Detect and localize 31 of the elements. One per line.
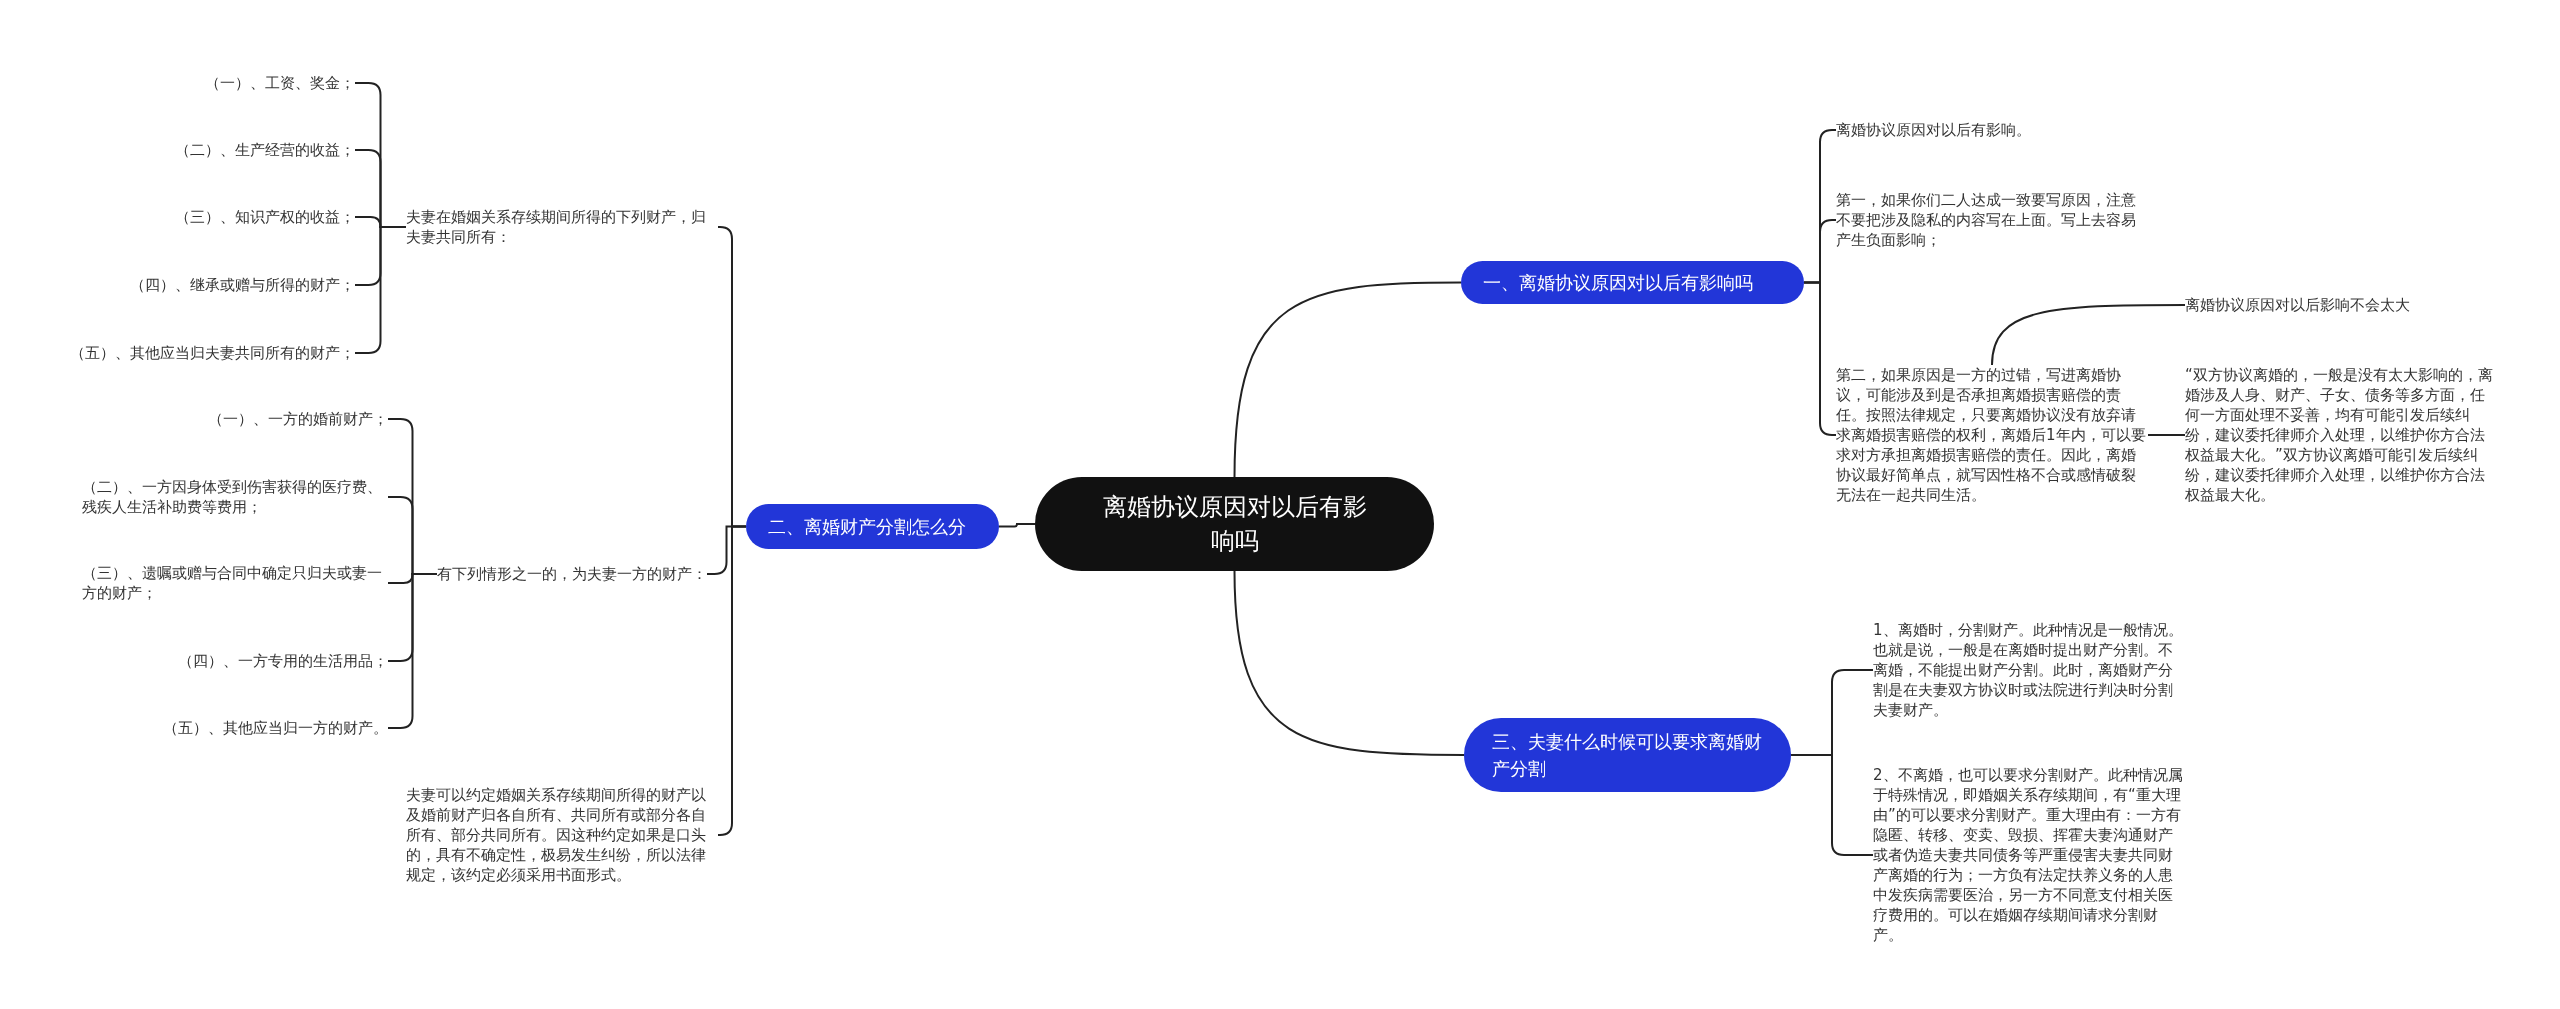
- topic-pill: 一、离婚协议原因对以后有影响吗: [1461, 261, 1804, 304]
- topic-text: 第二，如果原因是一方的过错，写进离婚协议，可能涉及到是否承担离婚损害赔偿的责任。按照法律规定，只要离婚协议没有放弃请求离婚损害赔偿的权利，离婚后1年内，可以要求对方承担离婚损害赔偿的责任。因此，离婚协议最好简单点，就写因性格不合或感情破裂无法在一起共同生活。: [1836, 365, 2148, 505]
- topic-text: （一）、工资、奖金；: [205, 73, 355, 93]
- topic-text: 离婚协议原因对以后有影响。: [1836, 120, 2031, 140]
- topic-text: 1、离婚时，分割财产。此种情况是一般情况。也就是说，一般是在离婚时提出财产分割。不离婚，不能提出财产分割。此时，离婚财产分割是在夫妻双方协议时或法院进行判决时分割夫妻财产。: [1873, 620, 2185, 720]
- connector-line: [1991, 304, 2186, 366]
- connector-line: [998, 523, 1036, 528]
- topic-pill: 三、夫妻什么时候可以要求离婚财产分割: [1464, 718, 1791, 792]
- topic-text: 夫妻可以约定婚姻关系存续期间所得的财产以及婚前财产归各自所有、共同所有或部分各自所有、部分共同所有。因这种约定如果是口头的，具有不确定性，极易发生纠纷，所以法律规定，该约定必须采用书面形式。: [406, 785, 718, 885]
- connector-line: [1790, 754, 1874, 856]
- connector-line: [717, 525, 747, 836]
- connector-line: [1233, 281, 1462, 478]
- topic-text: （三）、遗嘱或赠与合同中确定只归夫或妻一方的财产；: [82, 563, 388, 603]
- topic-text: （二）、生产经营的收益；: [175, 140, 355, 160]
- topic-text: 第一，如果你们二人达成一致要写原因，注意不要把涉及隐私的内容写在上面。写上去容易产生负面影响；: [1836, 190, 2148, 250]
- topic-text: （三）、知识产权的收益；: [175, 207, 355, 227]
- central-topic: 离婚协议原因对以后有影响吗: [1035, 477, 1434, 571]
- topic-pill: 二、离婚财产分割怎么分: [746, 504, 999, 549]
- connector-line: [1233, 570, 1465, 756]
- topic-text: 2、不离婚，也可以要求分割财产。此种情况属于特殊情况，即婚姻关系存续期间，有“重大理由”的可以要求分割财产。重大理由有：一方有隐匿、转移、变卖、毁损、挥霍夫妻沟通财产或者伪造夫妻共同债务等严重侵害夫妻共同财产离婚的行为；一方负有法定扶养义务的人患中发疾病需要医治，另一方不同意支付相关医疗费用的。可以在婚姻存续期间请求分割财产。: [1873, 765, 2185, 945]
- topic-text: （四）、一方专用的生活用品；: [178, 651, 388, 671]
- topic-text: （一）、一方的婚前财产；: [208, 409, 388, 429]
- topic-text: 有下列情形之一的，为夫妻一方的财产：: [437, 564, 707, 584]
- topic-text: （二）、一方因身体受到伤害获得的医疗费、残疾人生活补助费等费用；: [82, 477, 388, 517]
- topic-text: （五）、其他应当归夫妻共同所有的财产；: [70, 343, 355, 363]
- topic-text: （五）、其他应当归一方的财产。: [163, 718, 388, 738]
- topic-text: （四）、继承或赠与所得的财产；: [130, 275, 355, 295]
- topic-text: “双方协议离婚的，一般是没有太大影响的，离婚涉及人身、财产、子女、债务等多方面，任何一方面处理不妥善，均有可能引发后续纠纷，建议委托律师介入处理，以维护你方合法权益最大化。”双方协议离婚可能引发后续纠纷，建议委托律师介入处理，以维护你方合法权益最大化。: [2185, 365, 2497, 505]
- topic-text: 离婚协议原因对以后影响不会太大: [2185, 295, 2410, 315]
- topic-text: 夫妻在婚姻关系存续期间所得的下列财产，归夫妻共同所有：: [406, 207, 718, 247]
- connector-line: [2147, 434, 2186, 436]
